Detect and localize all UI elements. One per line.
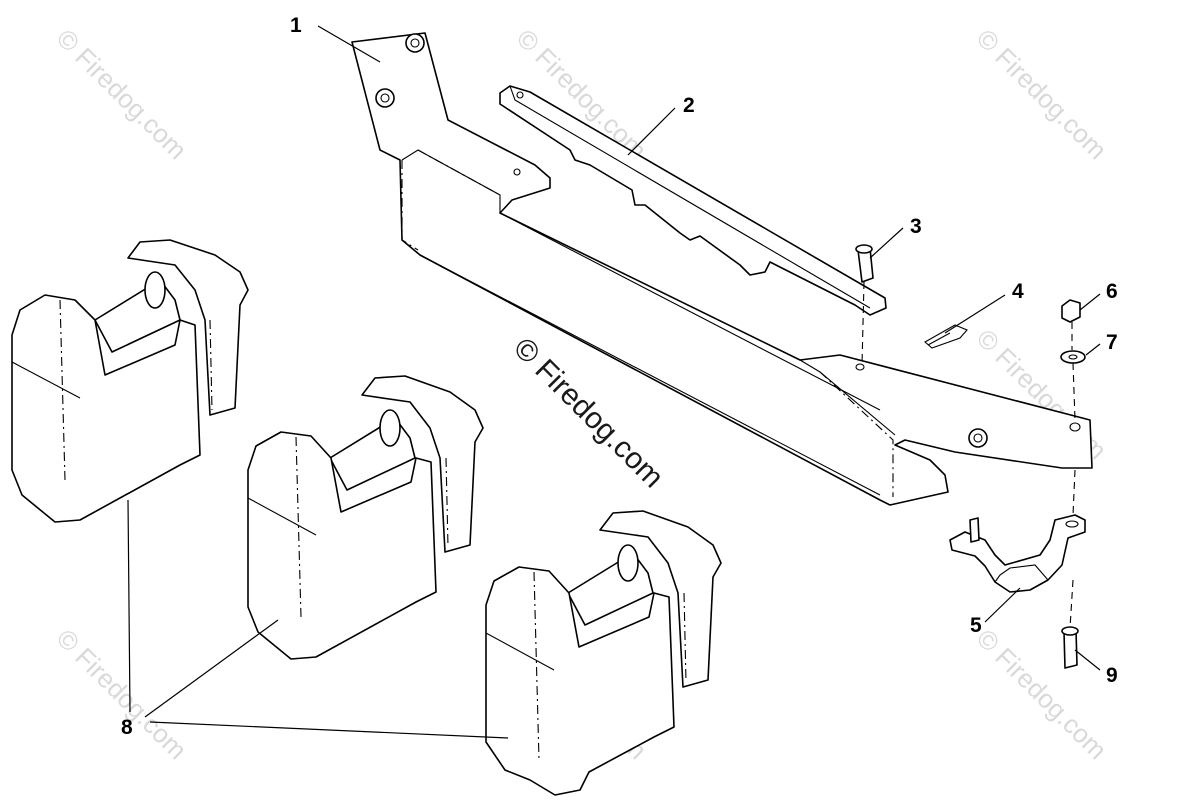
part-8-weight-c — [485, 510, 722, 796]
part-5-mounting-bracket — [949, 514, 1086, 593]
part-8-weight-b — [247, 375, 484, 660]
callout-8: 8 — [121, 716, 133, 739]
part-3-clevis-pin — [855, 244, 874, 283]
callout-1: 1 — [290, 14, 302, 37]
callout-3: 3 — [910, 215, 922, 238]
callout-6: 6 — [1106, 280, 1118, 303]
part-8-weight-a — [11, 239, 249, 523]
part-4-hairpin-clip — [924, 324, 968, 349]
watermark-text: © Firedog.com — [51, 23, 193, 165]
callout-5: 5 — [970, 614, 982, 637]
callout-4: 4 — [1012, 280, 1024, 303]
pin-alignment-line — [861, 281, 865, 366]
watermark-text: © Firedog.com — [971, 623, 1113, 765]
callout-labels: 1 2 3 4 5 6 7 8 9 — [121, 14, 1118, 739]
callout-2: 2 — [683, 94, 695, 117]
callout-9: 9 — [1106, 664, 1118, 687]
part-6-nut — [1061, 299, 1081, 323]
watermark-text: © Firedog.com — [51, 623, 193, 765]
part-2-notched-bar — [499, 85, 887, 316]
callout-7: 7 — [1106, 331, 1118, 354]
leader-lines — [127, 25, 1101, 739]
bolt-alignment-line — [1069, 322, 1076, 629]
part-7-washer — [1060, 350, 1086, 364]
part-9-bolt — [1061, 626, 1079, 669]
part-1-weight-bracket — [351, 32, 1093, 506]
watermark-text: © Firedog.com — [971, 23, 1113, 165]
